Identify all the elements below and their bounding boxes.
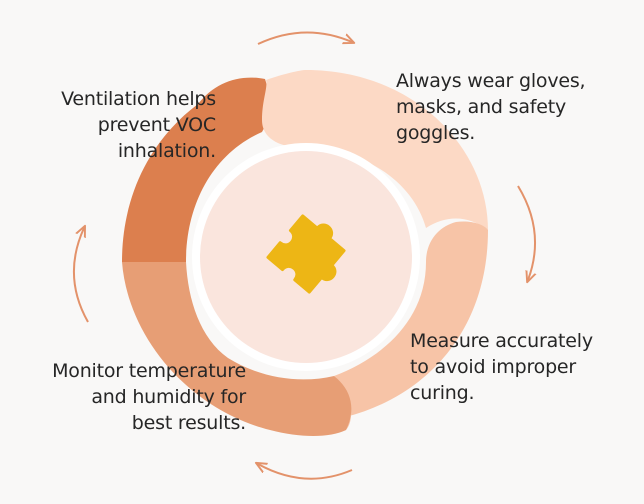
step-text-top-left: Ventilation helps prevent VOC inhalation… — [61, 88, 216, 162]
cycle-arrow-bottom — [258, 464, 353, 480]
segment-bottom-left — [122, 262, 352, 436]
step-text-bottom-left: Monitor temperature and humidity for bes… — [52, 360, 246, 434]
segment-bottom-right — [305, 221, 488, 433]
cycle-arrow-left — [72, 228, 89, 323]
segment-top-left — [122, 77, 270, 262]
cycle-arrow-top — [257, 31, 352, 45]
puzzle-piece-icon — [266, 214, 346, 294]
cycle-arrow-right — [517, 185, 535, 280]
segment-top-right — [262, 70, 488, 230]
step-text-bottom-right: Measure accurately to avoid improper cur… — [410, 330, 593, 404]
step-text-top-right: Always wear gloves, masks, and safety go… — [396, 70, 586, 144]
